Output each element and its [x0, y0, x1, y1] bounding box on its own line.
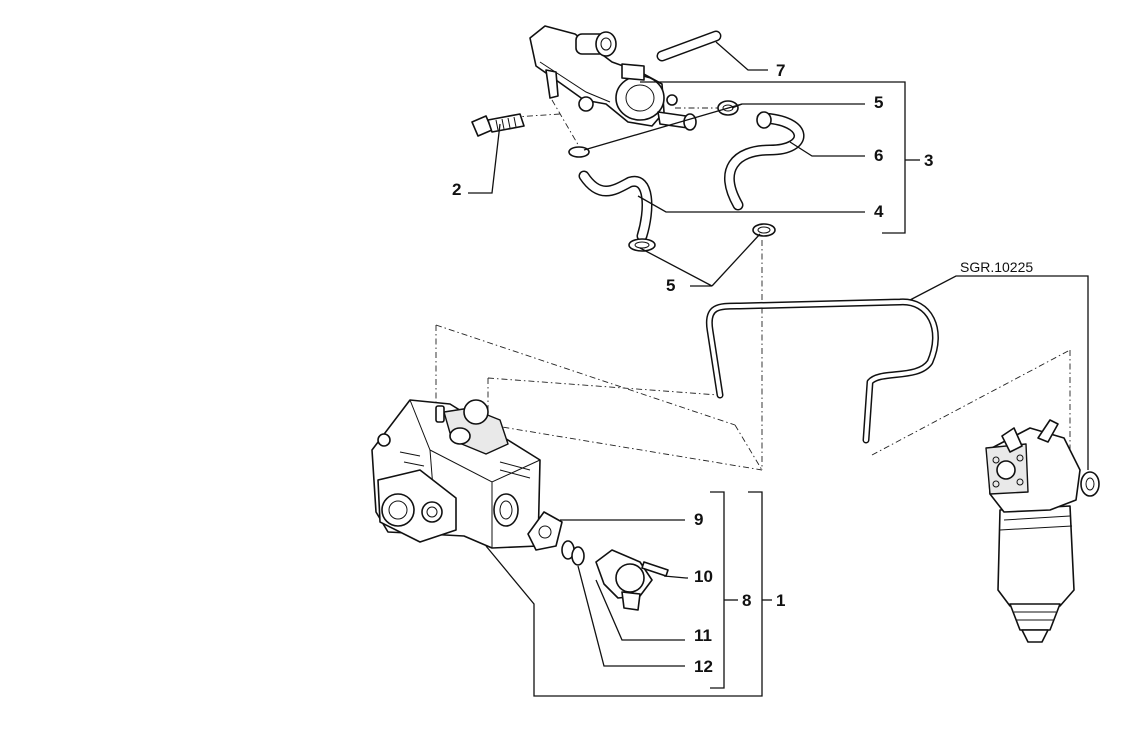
reference-code: SGR.10225: [960, 259, 1033, 275]
callout-3: 3: [924, 151, 933, 170]
fuel-pipe: [705, 298, 939, 444]
callout-8: 8: [742, 591, 751, 610]
fuel-filter: [985, 419, 1100, 643]
hose-part-7: [656, 30, 722, 62]
callout-12: 12: [694, 657, 713, 676]
callout-5-bottom: 5: [666, 276, 675, 295]
callout-11: 11: [694, 626, 712, 645]
bolt-part-2: [471, 113, 525, 137]
callout-4: 4: [874, 202, 884, 221]
callout-9: 9: [694, 510, 703, 529]
injection-pump: [371, 399, 541, 549]
assembly-lines: [435, 99, 1071, 471]
callouts: 7 5 6 3 4 2 5 SGR.10225 9 10 8 1 11 12: [452, 61, 1033, 676]
hose-part-4: [578, 170, 653, 242]
callout-7: 7: [776, 61, 785, 80]
callout-5-top: 5: [874, 93, 883, 112]
hose-part-6: [724, 111, 805, 211]
clamp-part-5: [568, 100, 776, 252]
callout-10: 10: [694, 567, 713, 586]
filter-head-assembly: [529, 25, 697, 131]
regulator-parts: [527, 511, 669, 611]
callout-2: 2: [452, 180, 461, 199]
leader-lines: [468, 41, 1089, 697]
callout-1: 1: [776, 591, 785, 610]
callout-6: 6: [874, 146, 883, 165]
